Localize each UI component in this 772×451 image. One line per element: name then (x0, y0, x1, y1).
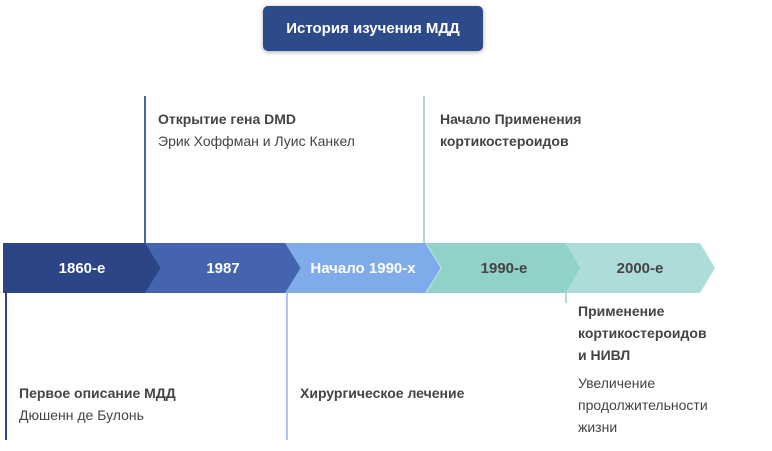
connector-2000 (565, 293, 567, 303)
event-detail: продолжительности (578, 397, 708, 413)
event-1987: Открытие гена DMD Эрик Хоффман и Луис Ка… (158, 108, 355, 152)
timeline-arrow-2000: 2000-е (565, 243, 715, 293)
connector-1860 (5, 293, 7, 440)
arrow-label: 1990-е (480, 259, 528, 277)
event-heading: Начало Применения (440, 111, 582, 127)
event-detail: Увеличение (578, 375, 656, 391)
event-heading: Хирургическое лечение (300, 385, 465, 401)
event-heading: Открытие гена DMD (158, 111, 297, 127)
timeline-arrow-1860: 1860-е (3, 243, 161, 293)
event-detail: Дюшенн де Булонь (19, 407, 144, 423)
page-title: История изучения МДД (263, 6, 483, 51)
event-detail: жизни (578, 419, 618, 435)
event-1860: Первое описание МДД Дюшенн де Булонь (19, 382, 176, 426)
event-2000: Применение кортикостероидов и НИВЛ Увели… (578, 300, 708, 438)
event-1990s: Начало Применения кортикостероидов (440, 108, 581, 152)
connector-1990s (423, 96, 425, 243)
arrow-label: 1987 (206, 259, 240, 277)
connector-1990-early (286, 293, 288, 440)
event-heading: Применение (578, 303, 665, 319)
arrow-label: 2000-е (616, 259, 664, 277)
arrow-label: 1860-е (58, 259, 106, 277)
event-heading: кортикостероидов (578, 325, 707, 341)
event-heading: Первое описание МДД (19, 385, 176, 401)
arrow-label: Начало 1990-х (310, 259, 416, 277)
event-heading: и НИВЛ (578, 347, 631, 363)
event-1990-early: Хирургическое лечение (300, 382, 464, 404)
event-detail: Эрик Хоффман и Луис Канкел (158, 133, 355, 149)
timeline-arrow-1987: 1987 (145, 243, 301, 293)
timeline-arrow-1990s: 1990-е (426, 243, 582, 293)
timeline-arrow-1990-early: Начало 1990-х (285, 243, 441, 293)
connector-1987 (144, 96, 146, 243)
event-heading: кортикостероидов (440, 133, 569, 149)
